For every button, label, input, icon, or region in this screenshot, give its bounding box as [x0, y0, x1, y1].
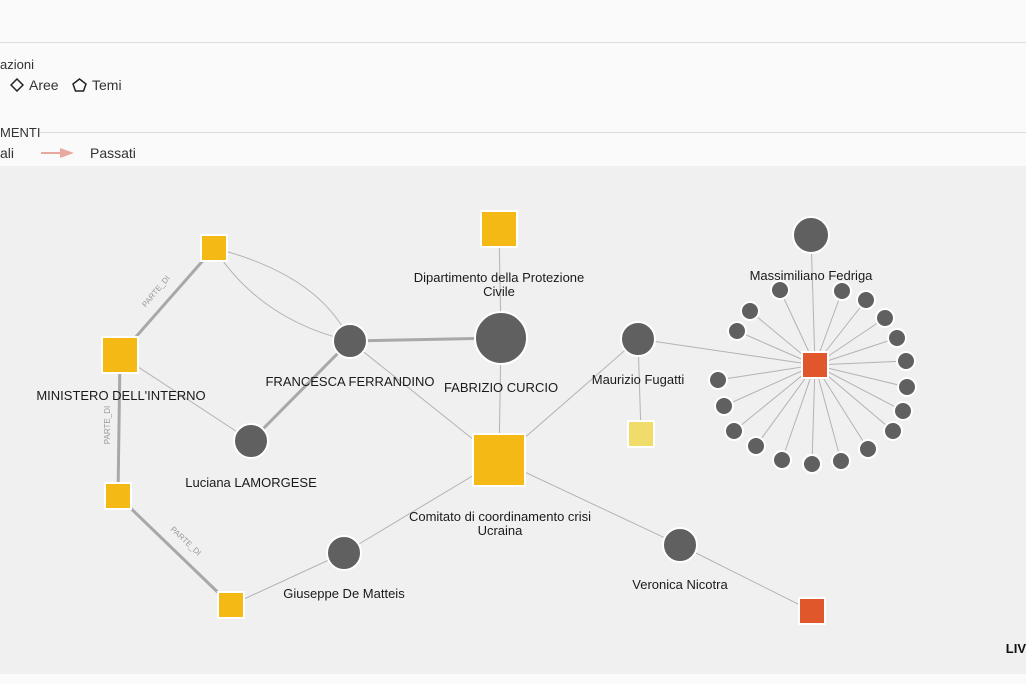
- node-label: Ucraina: [478, 523, 524, 538]
- edge: [810, 234, 816, 366]
- node-dipartimento-protezione-civile[interactable]: [480, 210, 518, 248]
- node-label: FABRIZIO CURCIO: [444, 380, 558, 395]
- legend-item-label: Aree: [29, 77, 59, 93]
- node-person[interactable]: [831, 451, 851, 471]
- node-label: Luciana LAMORGESE: [185, 475, 317, 490]
- node-person[interactable]: [724, 421, 744, 441]
- node-organization[interactable]: [798, 597, 826, 625]
- edge-partedi: [116, 494, 233, 607]
- node-person[interactable]: [856, 290, 876, 310]
- node-person[interactable]: [858, 439, 878, 459]
- corner-label: LIV: [1005, 641, 1026, 656]
- bottom-bar: [0, 674, 1026, 684]
- node-person[interactable]: [802, 454, 822, 474]
- node-luciana-lamorgese[interactable]: [233, 423, 269, 459]
- edge-label: PARTE_DI: [169, 525, 203, 558]
- node-organization[interactable]: [200, 234, 228, 262]
- edge: [679, 544, 813, 612]
- node-person[interactable]: [893, 401, 913, 421]
- legend-line-current[interactable]: ali: [0, 145, 14, 161]
- node-person[interactable]: [772, 450, 792, 470]
- top-toolbar: [0, 0, 1026, 43]
- node-person[interactable]: [897, 377, 917, 397]
- node-francesca-ferrandino[interactable]: [332, 323, 368, 359]
- node-label: FRANCESCA FERRANDINO: [265, 374, 434, 389]
- network-graph[interactable]: PARTE_DI PARTE_DI PARTE_DI: [0, 166, 1026, 674]
- node-label: Comitato di coordinamento crisi: [409, 509, 591, 524]
- node-person[interactable]: [770, 280, 790, 300]
- node-person[interactable]: [896, 351, 916, 371]
- node-label: Veronica Nicotra: [632, 577, 728, 592]
- legend-item-aree[interactable]: Aree: [10, 77, 59, 93]
- node-person[interactable]: [832, 281, 852, 301]
- graph-canvas[interactable]: PARTE_DI PARTE_DI PARTE_DI: [0, 166, 1026, 674]
- edge: [213, 247, 351, 342]
- legend-item-label: Temi: [92, 77, 122, 93]
- edge: [249, 339, 352, 443]
- edge: [230, 552, 345, 606]
- node-comitato-crisi-ucraina[interactable]: [472, 433, 526, 487]
- diamond-icon: [10, 78, 24, 92]
- legend-line-label: Passati: [90, 145, 136, 161]
- node-veronica-nicotra[interactable]: [662, 527, 698, 563]
- node-person[interactable]: [740, 301, 760, 321]
- node-label: Maurizio Fugatti: [592, 372, 685, 387]
- arrow-right-icon: [41, 148, 74, 158]
- edge: [213, 247, 351, 342]
- node-person[interactable]: [708, 370, 728, 390]
- node-label: Dipartimento della Protezione: [414, 270, 585, 285]
- node-person[interactable]: [875, 308, 895, 328]
- node-organization[interactable]: [627, 420, 655, 448]
- edge-label: PARTE_DI: [103, 406, 112, 444]
- node-person[interactable]: [714, 396, 734, 416]
- node-label: Giuseppe De Matteis: [283, 586, 405, 601]
- node-person[interactable]: [727, 321, 747, 341]
- legend-divider: [40, 132, 1026, 133]
- edge: [498, 459, 681, 546]
- edge: [119, 354, 252, 442]
- node-ministero-interno[interactable]: [101, 336, 139, 374]
- node-person[interactable]: [887, 328, 907, 348]
- node-label: Civile: [483, 284, 515, 299]
- legend-panel: azioni Aree Temi MENTI ali Passati: [0, 43, 1026, 166]
- node-organization[interactable]: [217, 591, 245, 619]
- node-person[interactable]: [883, 421, 903, 441]
- edge: [637, 338, 816, 366]
- node-organization[interactable]: [104, 482, 132, 510]
- legend-relations-title: azioni: [0, 57, 34, 72]
- node-fabrizio-curcio[interactable]: [474, 311, 528, 365]
- pentagon-icon: [72, 78, 87, 92]
- node-label: Massimiliano Fedriga: [750, 268, 874, 283]
- node-person[interactable]: [746, 436, 766, 456]
- legend-item-temi[interactable]: Temi: [72, 77, 122, 93]
- edge-label: PARTE_DI: [140, 274, 172, 309]
- legend-line-past[interactable]: Passati: [40, 145, 136, 161]
- node-organization-hub[interactable]: [801, 351, 829, 379]
- node-maurizio-fugatti[interactable]: [620, 321, 656, 357]
- node-label: MINISTERO DELL'INTERNO: [36, 388, 205, 403]
- edge-partedi: [116, 354, 122, 497]
- legend-line-label: ali: [0, 145, 15, 161]
- node-giuseppe-de-matteis[interactable]: [326, 535, 362, 571]
- legend-connections-title: MENTI: [0, 125, 41, 140]
- node-massimiliano-fedriga[interactable]: [792, 216, 830, 254]
